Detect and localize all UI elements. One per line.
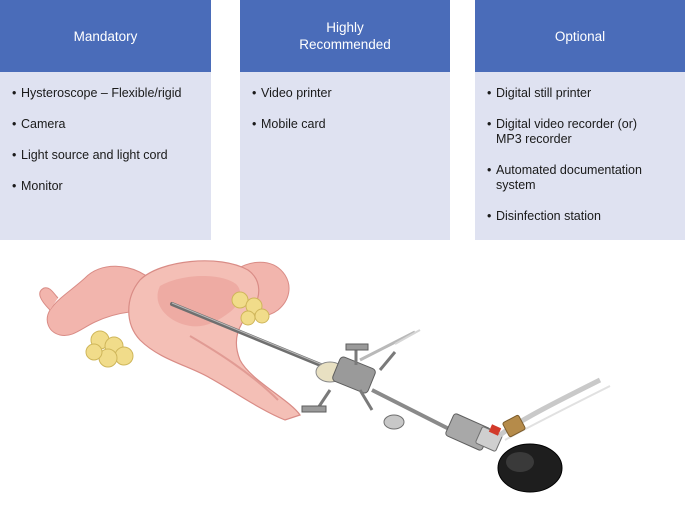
list-item: Automated documentation system <box>487 163 677 193</box>
equipment-list-mandatory: Hysteroscope – Flexible/rigid Camera Lig… <box>12 86 203 194</box>
equipment-list-optional: Digital still printer Digital video reco… <box>487 86 677 224</box>
list-item: Monitor <box>12 179 203 194</box>
list-item: Mobile card <box>252 117 442 132</box>
column-header-highly-recommended: Highly Recommended <box>240 0 450 72</box>
ovary-icon <box>85 291 270 368</box>
list-item: Light source and light cord <box>12 148 203 163</box>
list-item: Disinfection station <box>487 209 677 224</box>
list-item: Camera <box>12 117 203 132</box>
column-body-highly-recommended: Video printer Mobile card <box>240 72 450 240</box>
uterus-icon <box>39 260 301 421</box>
column-mandatory: Mandatory Hysteroscope – Flexible/rigid … <box>0 0 211 240</box>
list-item: Hysteroscope – Flexible/rigid <box>12 86 203 101</box>
hysteroscope-icon <box>170 302 611 493</box>
column-body-mandatory: Hysteroscope – Flexible/rigid Camera Lig… <box>0 72 211 240</box>
column-body-optional: Digital still printer Digital video reco… <box>475 72 685 240</box>
column-highly-recommended: Highly Recommended Video printer Mobile … <box>240 0 450 240</box>
list-item: Video printer <box>252 86 442 101</box>
hysteroscope-illustration <box>39 260 611 493</box>
equipment-list-highly-recommended: Video printer Mobile card <box>252 86 442 132</box>
camera-head-icon <box>445 377 611 493</box>
column-header-mandatory: Mandatory <box>0 0 211 72</box>
column-header-optional: Optional <box>475 0 685 72</box>
list-item: Digital video recorder (or) MP3 recorder <box>487 117 677 147</box>
list-item: Digital still printer <box>487 86 677 101</box>
column-optional: Optional Digital still printer Digital v… <box>475 0 685 240</box>
